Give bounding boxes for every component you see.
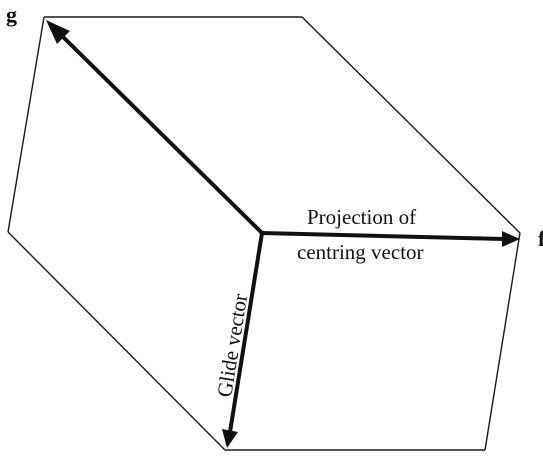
projection-label-line2: centring vector <box>297 240 424 264</box>
edge-right <box>484 232 521 451</box>
edge-bottom-left <box>7 231 226 451</box>
projection-vector <box>261 231 505 241</box>
edge-left <box>7 16 45 233</box>
glide-vector-label: Glide vector <box>212 292 252 399</box>
glide-vector <box>228 232 264 433</box>
axis-label-f: f <box>538 226 543 251</box>
glide-arrowhead <box>222 429 238 448</box>
axis-label-g: g <box>6 2 17 27</box>
edge-top-right <box>301 16 521 234</box>
g-axis-vector <box>54 28 264 235</box>
g-axis-arrowhead <box>46 20 70 44</box>
projection-arrowhead <box>502 231 520 247</box>
projection-label-line1: Projection of <box>307 205 416 229</box>
